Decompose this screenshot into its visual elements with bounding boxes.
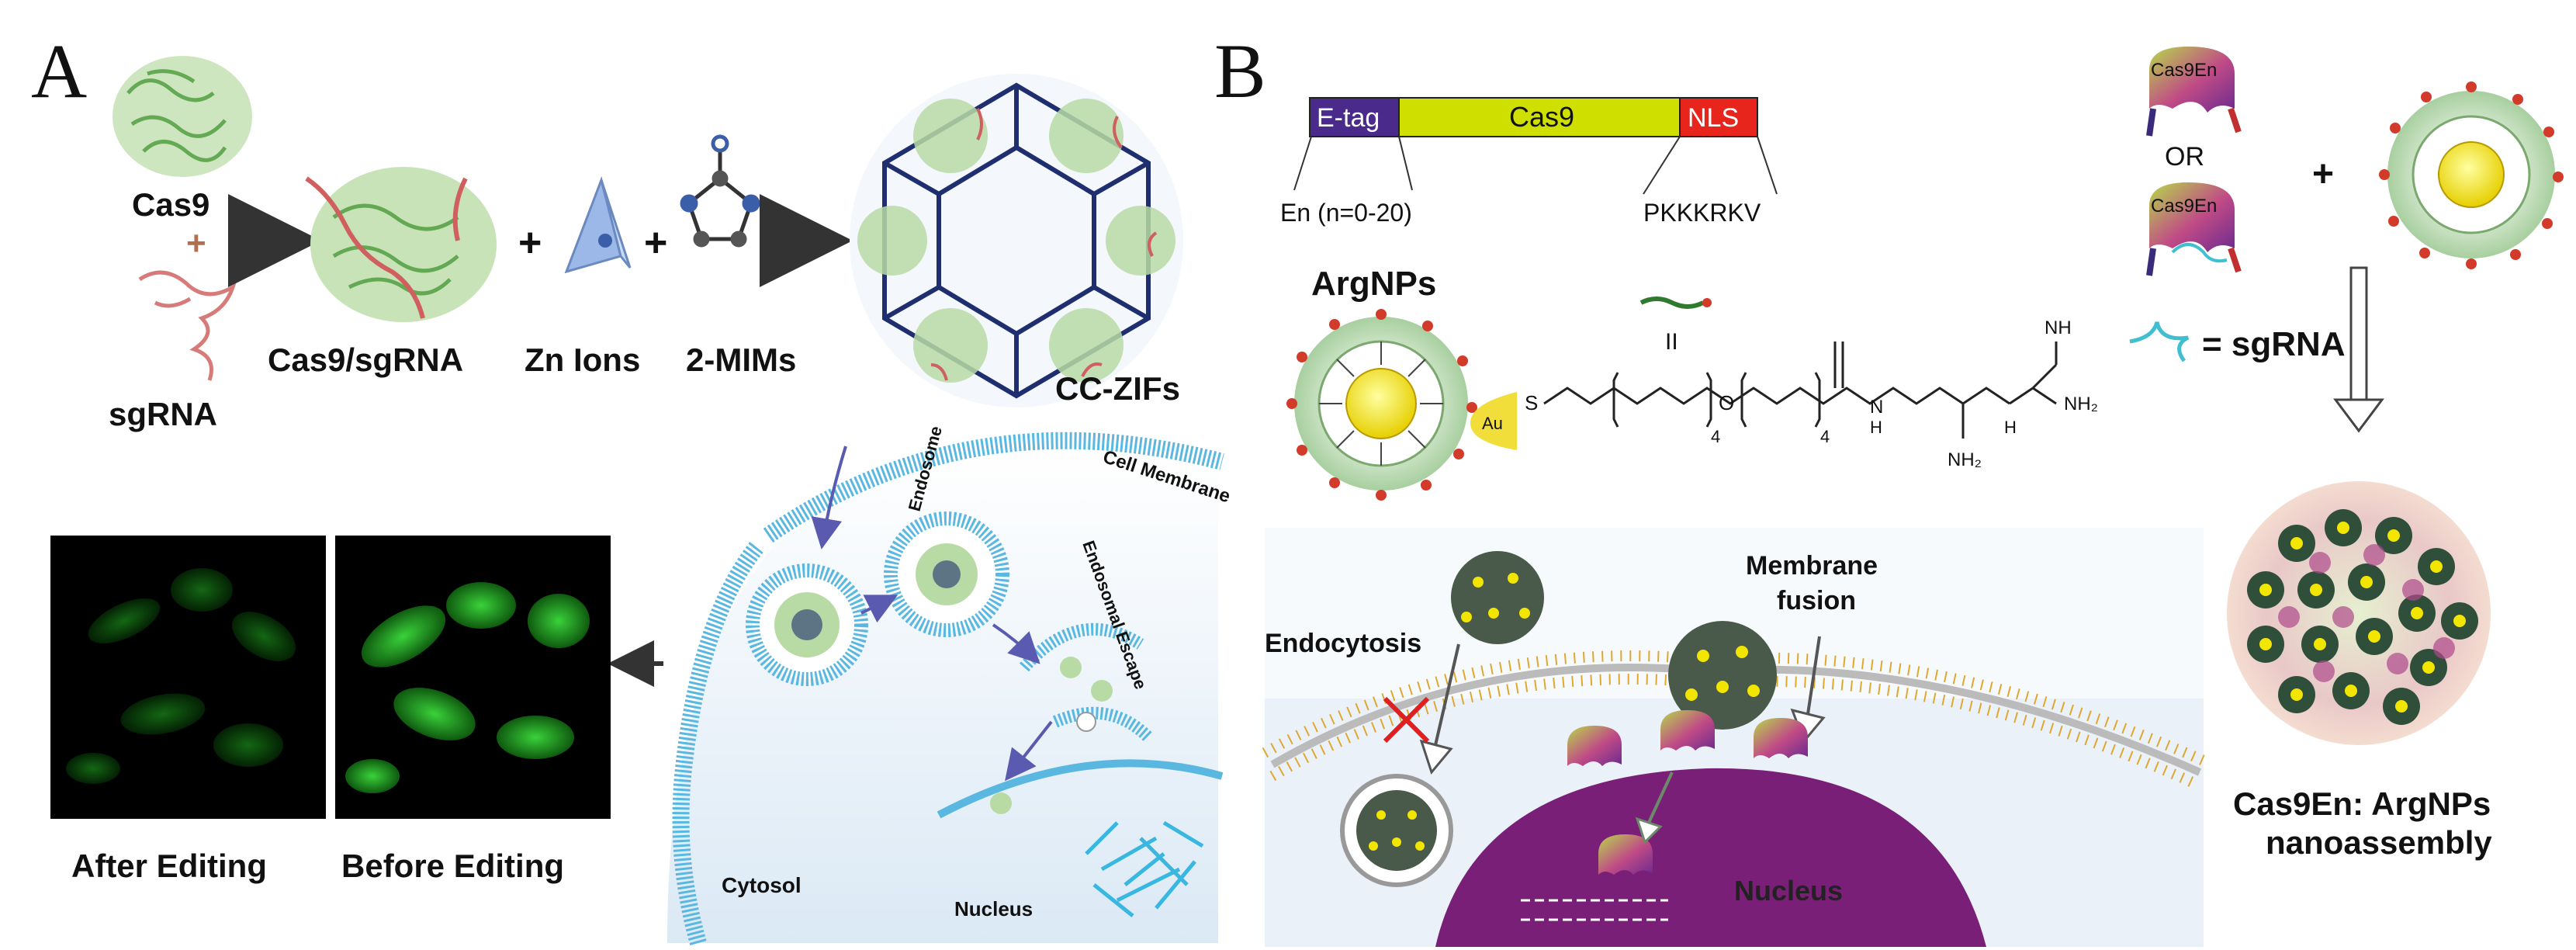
sub-4a: 4 xyxy=(1711,427,1720,446)
etag-bracket-right xyxy=(1398,136,1413,191)
cas9en-icon-2 xyxy=(2146,182,2242,276)
equals-sign: II xyxy=(1665,329,1678,355)
guanidine-nh: NH xyxy=(2045,317,2072,338)
down-arrow-to-assembly xyxy=(2333,266,2384,433)
cas9-sgrna-complex-icon xyxy=(305,167,497,322)
panel-b-letter: B xyxy=(1214,28,1266,114)
argnps-title: ArgNPs xyxy=(1311,265,1436,303)
sgrna-label: sgRNA xyxy=(109,396,217,432)
amide-h: H xyxy=(1870,418,1882,437)
complex-label: Cas9/sgRNA xyxy=(268,342,463,378)
nls-bracket xyxy=(1643,136,1681,195)
cell-fusion-scene: Nucleus Endocytosis xyxy=(1262,528,2206,947)
after-editing-label: After Editing xyxy=(71,848,267,884)
before-editing-label: Before Editing xyxy=(341,848,564,884)
cas9-protein-icon xyxy=(113,56,252,177)
en-label: En (n=0-20) xyxy=(1280,199,1412,227)
cczif-framework-icon xyxy=(850,74,1183,407)
nucleus-label-a: Nucleus xyxy=(954,897,1033,921)
endocytosis-label: Endocytosis xyxy=(1265,629,1421,658)
plus-b: + xyxy=(2312,154,2334,195)
cas9en-label-1: Cas9En xyxy=(2151,60,2217,81)
zn-label: Zn Ions xyxy=(525,342,640,378)
assembly-label-2: nanoassembly xyxy=(2266,824,2492,861)
panel-b: B E-tag Cas9 NLS En (n=0-20) PKKKRKV Arg… xyxy=(1214,28,2564,947)
cell-uptake-diagram: Cell Membrane Endosome Endosomal Escape xyxy=(667,424,1233,946)
guanidine-h: H xyxy=(2004,418,2017,437)
assembly-label-1: Cas9En: ArgNPs xyxy=(2233,785,2491,822)
au-label: Au xyxy=(1482,414,1503,433)
amide-n: N xyxy=(1870,397,1883,418)
cell-membrane-line xyxy=(763,432,1224,543)
sgrna-key-label: = sgRNA xyxy=(2202,325,2346,363)
etag-bracket xyxy=(1293,136,1312,191)
pkkkrkv-label: PKKKRKV xyxy=(1643,199,1761,227)
nanoassembly-icon xyxy=(2227,481,2491,745)
cas9-segment-label: Cas9 xyxy=(1509,101,1574,133)
nls-bracket-right xyxy=(1757,136,1778,195)
cczif-label: CC-ZIFs xyxy=(1055,370,1180,407)
o-atom: O xyxy=(1719,391,1734,414)
s-atom: S xyxy=(1525,391,1538,414)
plus-sign: + xyxy=(186,224,206,262)
etag-segment xyxy=(1309,97,1400,137)
panel-a-letter: A xyxy=(31,28,87,114)
nucleus-label-b: Nucleus xyxy=(1734,875,1843,907)
nucleus-shape xyxy=(1435,768,1986,947)
ligand-sketch-icon xyxy=(1639,296,1705,309)
cas9-label: Cas9 xyxy=(132,186,209,223)
guanidine-nh2: NH₂ xyxy=(2064,394,2098,414)
sgrna-strand-icon xyxy=(138,270,237,381)
au-wedge-icon xyxy=(1470,392,1517,450)
argnp-particle-icon xyxy=(1286,309,1477,501)
sgrna-key-icon xyxy=(2129,321,2190,362)
amine-nh2: NH₂ xyxy=(1948,449,1982,470)
plus-sign-3: + xyxy=(644,220,667,265)
membrane-fusion-label-1: Membrane xyxy=(1746,551,1878,581)
after-editing-micrograph xyxy=(50,536,326,819)
cas9en-icon-1 xyxy=(2146,47,2242,137)
panel-a: A Cas9 + sgRNA xyxy=(31,28,1233,946)
etag-label: E-tag xyxy=(1317,103,1380,133)
cas9en-label-2: Cas9En xyxy=(2151,196,2217,217)
ligand-chain xyxy=(1543,342,2058,439)
or-label: OR xyxy=(2165,142,2204,172)
mim-label: 2-MIMs xyxy=(686,342,796,378)
mim-molecule-icon xyxy=(680,134,760,248)
sub-4b: 4 xyxy=(1820,427,1830,446)
before-editing-micrograph xyxy=(335,536,611,819)
plus-sign-2: + xyxy=(518,220,542,265)
membrane-fusion-label-2: fusion xyxy=(1777,586,1856,615)
cytosol-label: Cytosol xyxy=(722,873,802,897)
nls-label: NLS xyxy=(1688,103,1739,133)
argnp-particle-right-icon xyxy=(2379,81,2564,269)
nls-segment xyxy=(1679,97,1758,137)
zn-tetrahedron-icon xyxy=(564,176,632,274)
